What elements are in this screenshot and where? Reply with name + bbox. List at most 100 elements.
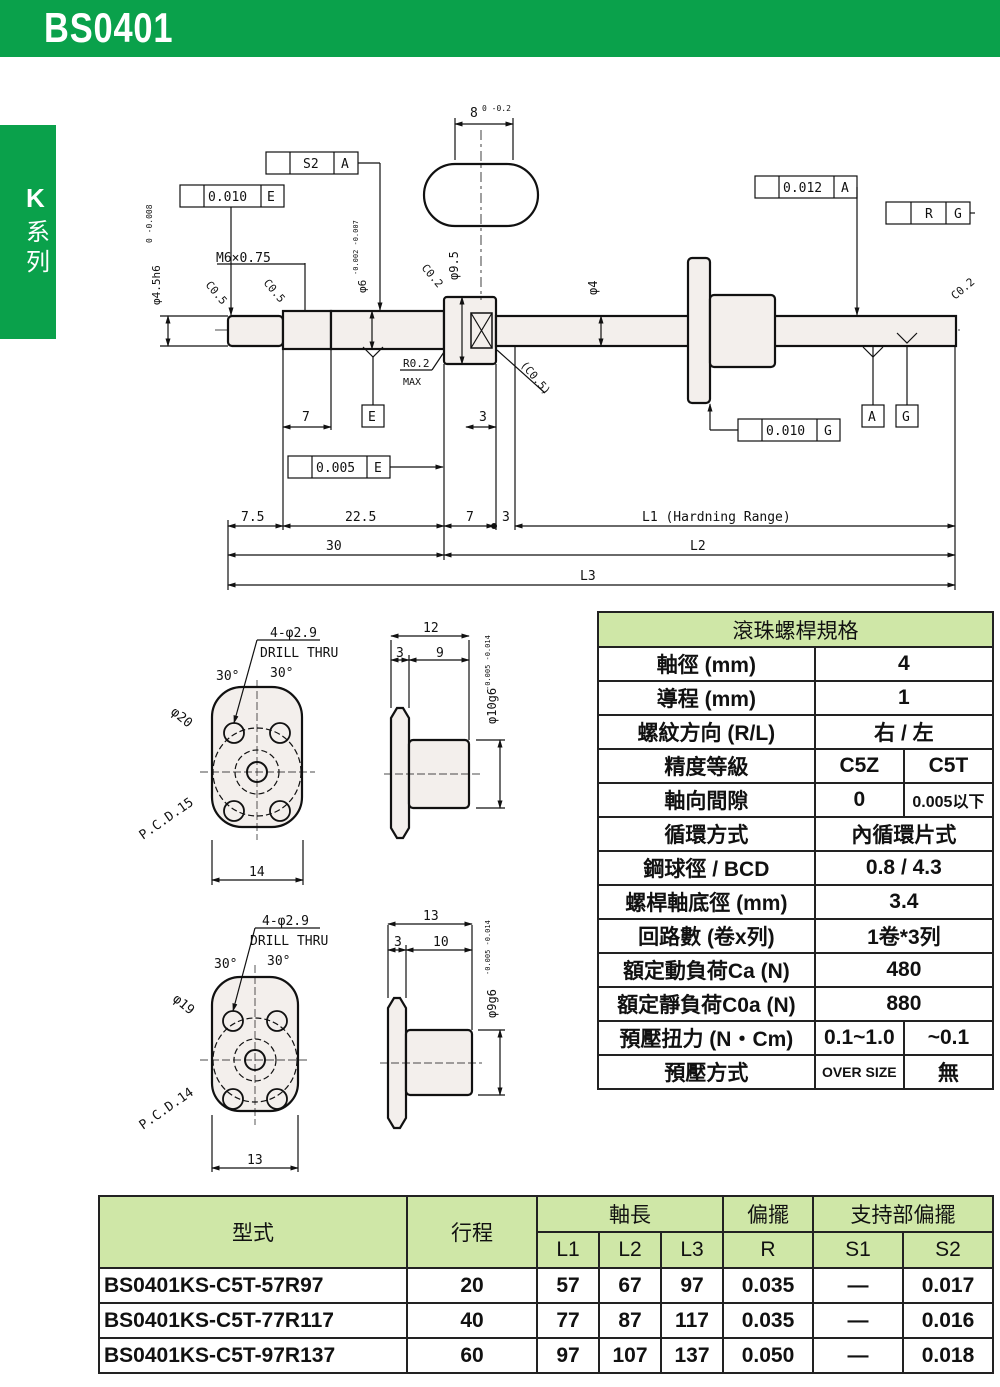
title-bar: BS0401	[0, 0, 1000, 57]
runout-0012-datum: A	[841, 181, 849, 196]
dim-225: 22.5	[345, 510, 376, 525]
model-l2: 87	[598, 1302, 662, 1339]
model-s1: —	[812, 1302, 904, 1339]
col-s1: S1	[812, 1231, 904, 1269]
flange2-d19: φ19	[169, 992, 197, 1019]
flange1-d10: φ10g6	[485, 688, 499, 724]
spec-value: 3.4	[813, 884, 995, 920]
spec-value-2: ~0.1	[902, 1020, 995, 1056]
model-name: BS0401KS-C5T-97R137	[98, 1337, 408, 1374]
table-row: BS0401KS-C5T-77R117 40 77 87 117 0.035 —…	[98, 1302, 994, 1339]
spec-label: 循環方式	[597, 816, 816, 852]
spec-value-2: C5T	[902, 748, 995, 784]
spec-label: 軸向間隙	[597, 782, 816, 818]
model-r: 0.050	[722, 1337, 814, 1374]
datum-e: E	[368, 410, 376, 425]
perp-005-datum: E	[374, 461, 382, 476]
dim-d95: φ9.5	[447, 251, 461, 280]
model-s1: —	[812, 1337, 904, 1374]
dim-l3: L3	[580, 569, 596, 584]
perp-005: 0.005	[316, 461, 355, 476]
flange2-thru: DRILL THRU	[250, 934, 328, 949]
dim-7: 7	[302, 410, 310, 425]
model-s2: 0.017	[902, 1267, 994, 1304]
flange2-d9-tol: -0.005 -0.014	[484, 920, 492, 975]
shaft-journal	[329, 309, 446, 351]
ball-screw-spec-table: 滾珠螺桿規格 軸徑 (mm)4 導程 (mm)1 螺紋方向 (R/L)右 / 左…	[597, 611, 995, 1090]
model-l1: 77	[536, 1302, 600, 1339]
series-letter: K	[26, 183, 45, 213]
spec-value: 1	[813, 680, 995, 716]
model-name: BS0401KS-C5T-57R97	[98, 1267, 408, 1304]
dim-d45: φ4.5h6	[150, 265, 163, 305]
col-support-runout: 支持部偏擺	[812, 1195, 994, 1233]
shaft-thread	[281, 309, 333, 351]
model-l3: 137	[660, 1337, 724, 1374]
spec-value: 4	[813, 646, 995, 682]
shaft-end	[226, 314, 285, 348]
flange1-3: 3	[396, 646, 404, 661]
flange1-pcd: P.C.D.15	[137, 795, 197, 843]
flange1-d10-tol: -0.005 -0.014	[484, 635, 492, 690]
model-l3: 97	[660, 1267, 724, 1304]
nut-body	[708, 293, 777, 369]
flange2-30a: 30°	[214, 957, 237, 972]
dim-7b: 7	[466, 510, 474, 525]
flange1-drill: 4-φ2.9	[270, 626, 317, 641]
perp-010-datum: G	[824, 424, 832, 439]
spec-title: 滾珠螺桿規格	[597, 611, 994, 648]
chamfer-c05b: C0.5	[261, 277, 288, 306]
s2-datum: A	[341, 157, 349, 172]
thread-m6: M6×0.75	[216, 251, 271, 266]
series-label: 系列	[26, 218, 50, 276]
dim-d4: φ4	[586, 281, 600, 295]
flange2-3: 3	[394, 935, 402, 950]
flange1-thru: DRILL THRU	[260, 646, 338, 661]
model-l2: 107	[598, 1337, 662, 1374]
flange2-30b: 30°	[267, 954, 290, 969]
spec-label: 額定靜負荷C0a (N)	[597, 986, 816, 1022]
col-runout: 偏擺	[722, 1195, 814, 1233]
s2-symbol: S2	[303, 157, 319, 172]
chamfer-c02a: C0.2	[419, 262, 446, 291]
chamfer-c05a: C0.5	[203, 279, 230, 308]
table-row: BS0401KS-C5T-57R97 20 57 67 97 0.035 — 0…	[98, 1267, 994, 1304]
table-row: BS0401KS-C5T-97R137 60 97 107 137 0.050 …	[98, 1337, 994, 1374]
spec-label: 螺桿軸底徑 (mm)	[597, 884, 816, 920]
spec-value-2: 無	[902, 1054, 995, 1090]
perp-010: 0.010	[766, 424, 805, 439]
total-runout-g: G	[954, 207, 962, 222]
dim-8: 8	[470, 106, 478, 121]
flange2-pcd: P.C.D.14	[137, 1085, 197, 1133]
spec-label: 額定動負荷Ca (N)	[597, 952, 816, 988]
model-l1: 57	[536, 1267, 600, 1304]
model-l1: 97	[536, 1337, 600, 1374]
spec-label: 精度等級	[597, 748, 816, 784]
runout-0012: 0.012	[783, 181, 822, 196]
spec-label: 鋼球徑 / BCD	[597, 850, 816, 886]
spec-value: 1卷*3列	[813, 918, 995, 954]
model-s2: 0.016	[902, 1302, 994, 1339]
spec-value-1: OVER SIZE	[813, 1054, 905, 1090]
model-stroke: 40	[406, 1302, 538, 1339]
spec-label: 螺紋方向 (R/L)	[597, 714, 816, 750]
radius-max: MAX	[403, 377, 421, 388]
col-stroke: 行程	[406, 1195, 538, 1269]
spec-value: 880	[813, 986, 995, 1022]
dim-75: 7.5	[241, 510, 264, 525]
spec-value: 0.8 / 4.3	[813, 850, 995, 886]
dim-3: 3	[479, 410, 487, 425]
flange1-12: 12	[423, 621, 439, 636]
model-stroke: 20	[406, 1267, 538, 1304]
series-tab: K 系列	[0, 125, 56, 339]
model-r: 0.035	[722, 1267, 814, 1304]
model-l2: 67	[598, 1267, 662, 1304]
spec-label: 回路數 (卷x列)	[597, 918, 816, 954]
dim-d6: φ6	[356, 280, 369, 293]
spec-value: 480	[813, 952, 995, 988]
model-name: BS0401KS-C5T-77R117	[98, 1302, 408, 1339]
dim-l1: L1 (Hardning Range)	[642, 510, 791, 525]
dim-8-tol: 0 -0.2	[482, 104, 511, 113]
runout-010-datum: E	[267, 190, 275, 205]
spec-label: 導程 (mm)	[597, 680, 816, 716]
